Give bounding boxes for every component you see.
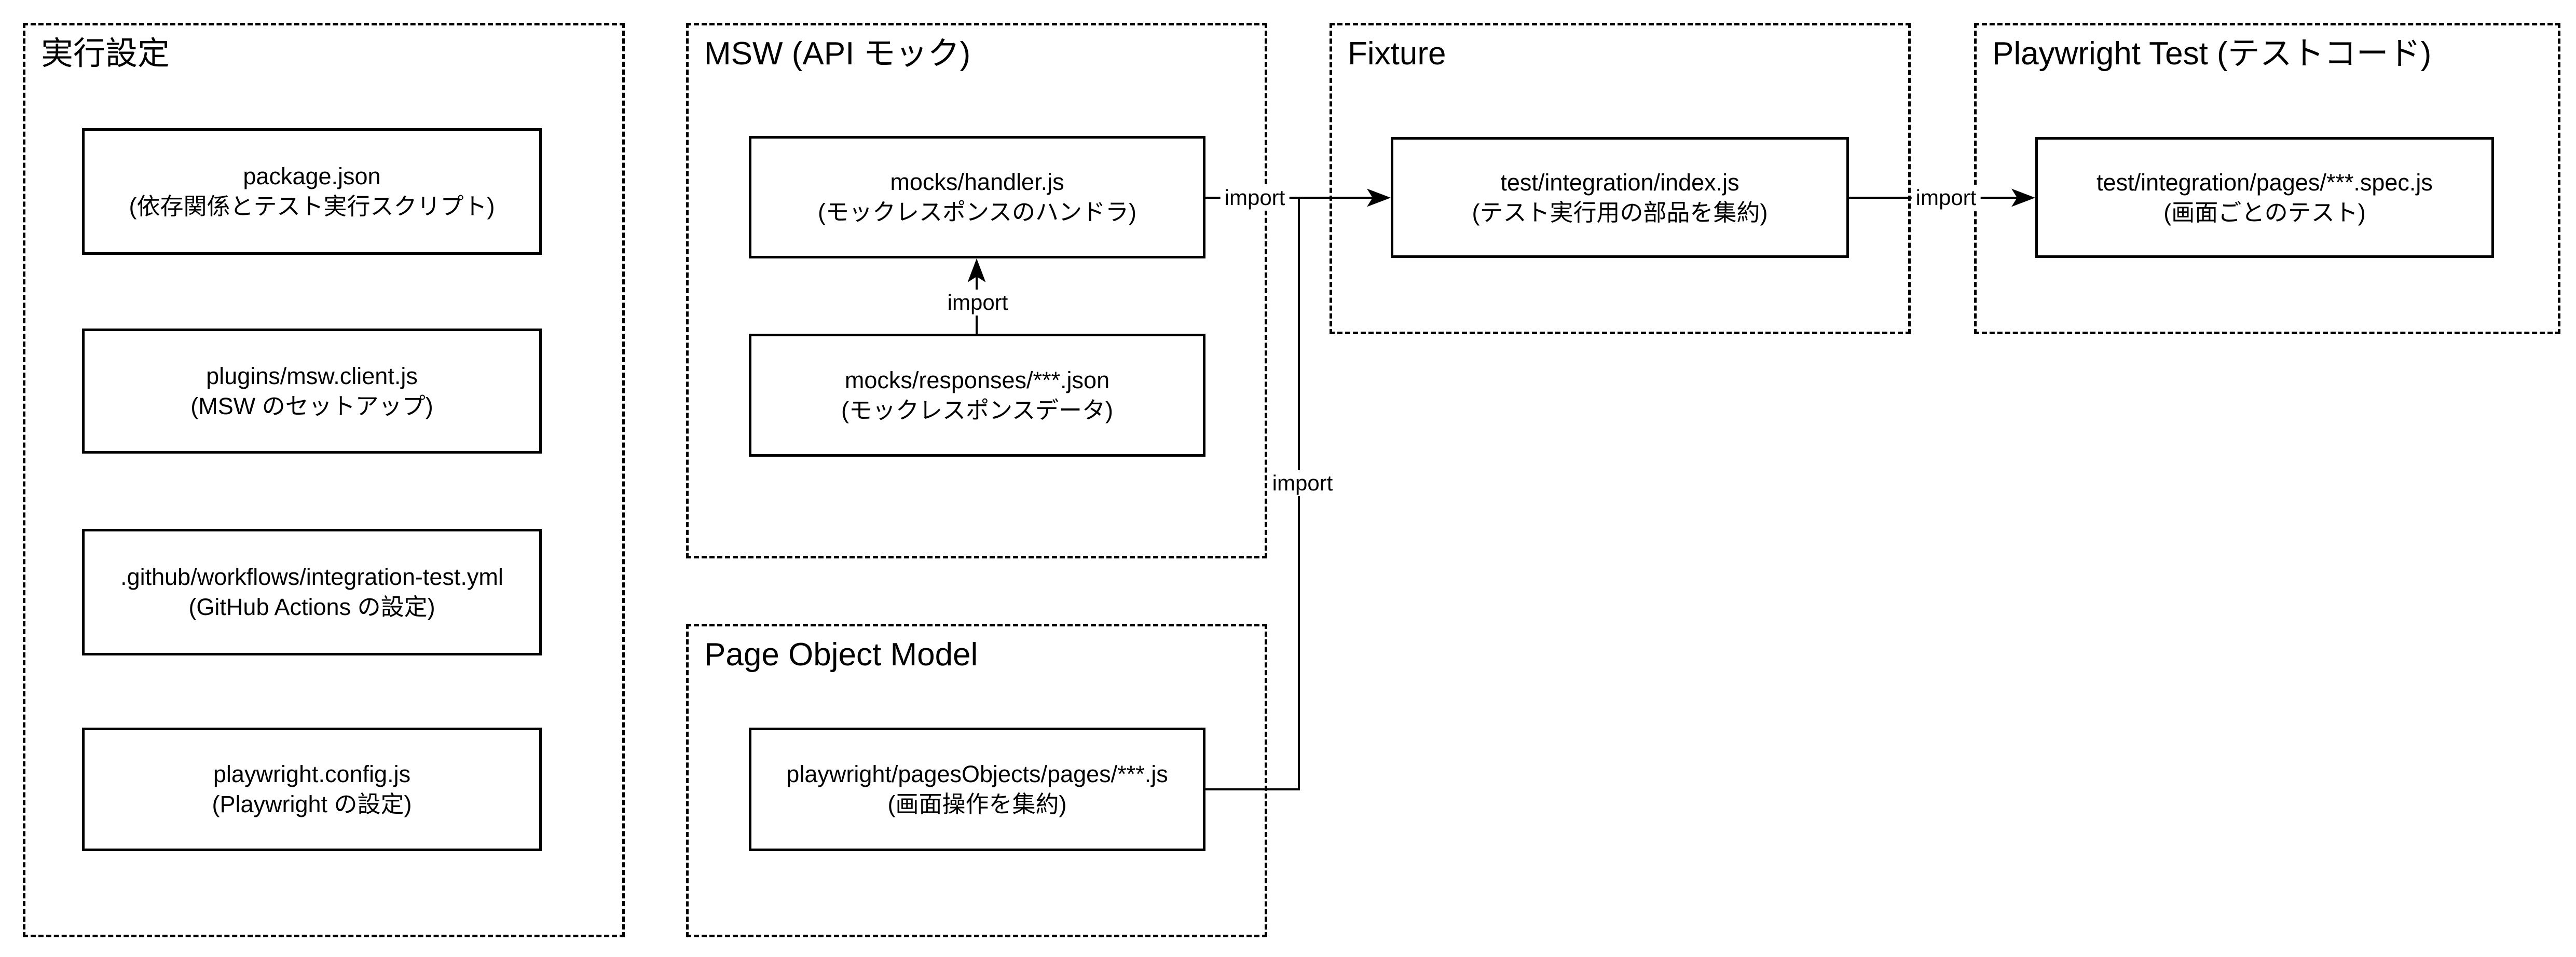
group-title-msw: MSW (API モック) xyxy=(704,36,971,72)
node-mocks-handler-line2: (モックレスポンスのハンドラ) xyxy=(817,199,1137,225)
group-fixture: Fixture xyxy=(1330,23,1911,334)
node-github-workflow-line1: .github/workflows/integration-test.yml xyxy=(120,564,503,590)
node-page-objects-line1: playwright/pagesObjects/pages/***.js xyxy=(786,761,1168,787)
node-integration-spec-line1: test/integration/pages/***.spec.js xyxy=(2097,169,2433,196)
node-integration-spec-line2: (画面ごとのテスト) xyxy=(2163,199,2366,226)
node-integration-index: test/integration/index.js (テスト実行用の部品を集約) xyxy=(1391,137,1849,258)
edge-label-index-to-spec: import xyxy=(1911,184,1981,211)
node-playwright-config-line2: (Playwright の設定) xyxy=(212,791,412,817)
group-exec-settings: 実行設定 xyxy=(23,23,625,937)
node-mocks-handler-line1: mocks/handler.js xyxy=(890,169,1064,195)
group-title-playwright-test: Playwright Test (テストコード) xyxy=(1992,36,2432,72)
node-integration-index-line1: test/integration/index.js xyxy=(1500,169,1739,196)
node-package-json-line2: (依存関係とテスト実行スクリプト) xyxy=(129,193,495,220)
arrowhead-right-icon xyxy=(2011,188,2035,207)
group-title-fixture: Fixture xyxy=(1348,36,1446,72)
group-title-exec-settings: 実行設定 xyxy=(41,36,170,72)
node-mocks-responses: mocks/responses/***.json (モックレスポンスデータ) xyxy=(749,334,1205,457)
edge-label-handler-to-index: import xyxy=(1220,184,1290,211)
node-package-json: package.json (依存関係とテスト実行スクリプト) xyxy=(82,128,542,255)
arrowhead-right-icon xyxy=(1367,188,1391,207)
group-title-page-object-model: Page Object Model xyxy=(704,637,978,673)
node-page-objects: playwright/pagesObjects/pages/***.js (画面… xyxy=(749,728,1205,851)
node-mocks-responses-line1: mocks/responses/***.json xyxy=(844,366,1110,393)
group-playwright-test: Playwright Test (テストコード) xyxy=(1974,23,2560,334)
node-playwright-config: playwright.config.js (Playwright の設定) xyxy=(82,728,542,851)
edge-page-objects-to-index xyxy=(1205,198,1300,790)
node-mocks-handler: mocks/handler.js (モックレスポンスのハンドラ) xyxy=(749,136,1205,258)
node-github-workflow-line2: (GitHub Actions の設定) xyxy=(188,594,435,620)
node-playwright-config-line1: playwright.config.js xyxy=(213,761,411,787)
node-package-json-line1: package.json xyxy=(243,163,381,189)
node-integration-index-line2: (テスト実行用の部品を集約) xyxy=(1472,199,1768,226)
node-page-objects-line2: (画面操作を集約) xyxy=(887,791,1067,817)
edge-label-page-objects-to-index: import xyxy=(1268,470,1337,497)
node-github-workflow: .github/workflows/integration-test.yml (… xyxy=(82,529,542,655)
edge-label-responses-to-handler: import xyxy=(943,289,1012,316)
node-msw-client-line2: (MSW のセットアップ) xyxy=(190,392,433,419)
node-integration-spec: test/integration/pages/***.spec.js (画面ごと… xyxy=(2035,137,2494,258)
node-msw-client-line1: plugins/msw.client.js xyxy=(206,362,418,389)
node-msw-client: plugins/msw.client.js (MSW のセットアップ) xyxy=(82,329,542,454)
group-msw: MSW (API モック) xyxy=(686,23,1267,558)
node-mocks-responses-line2: (モックレスポンスデータ) xyxy=(841,397,1114,423)
group-page-object-model: Page Object Model xyxy=(686,624,1267,937)
arrowhead-up-icon xyxy=(967,258,986,282)
